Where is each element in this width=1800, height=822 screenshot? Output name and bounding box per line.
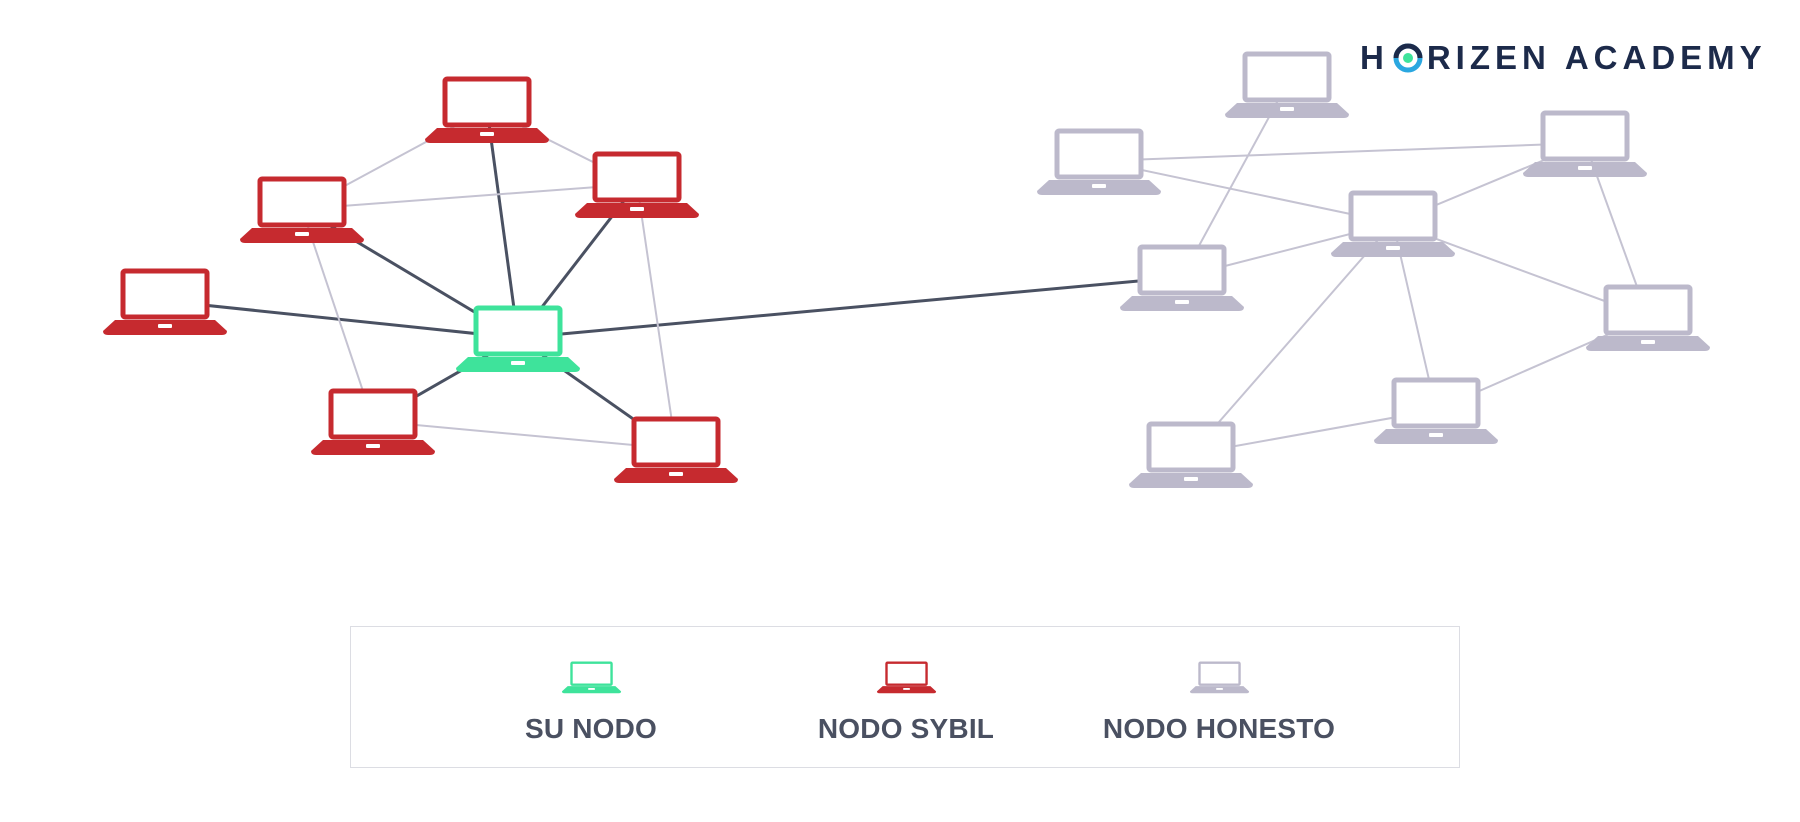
logo-mark-icon	[1393, 43, 1423, 73]
laptop-icon	[876, 661, 937, 694]
edge-strong	[485, 108, 520, 339]
legend-label: NODO HONESTO	[1102, 713, 1336, 744]
edge-weak	[301, 183, 638, 210]
logo-text-h: H	[1360, 39, 1389, 76]
honest-node-laptop-icon	[1523, 110, 1647, 177]
edge-strong	[517, 275, 1183, 340]
edge-weak	[372, 420, 677, 450]
edge-weak	[1190, 222, 1394, 455]
edge-weak	[301, 208, 374, 422]
sybil-node-laptop-icon	[103, 268, 227, 335]
sybil-node-laptop-icon	[425, 76, 549, 143]
edge-strong	[164, 299, 519, 340]
legend-item-sybil-node: NODO SYBIL	[756, 627, 1056, 767]
honest-node-laptop-icon	[1225, 51, 1349, 118]
honest-node-laptop-icon	[1120, 244, 1244, 311]
legend-item-honest-node: NODO HONESTO	[1069, 627, 1369, 767]
honest-node-laptop-icon	[1374, 377, 1498, 444]
honest-node-laptop-icon	[1037, 128, 1161, 195]
honest-node-laptop-icon	[1129, 421, 1253, 488]
nodes-layer	[103, 51, 1710, 488]
edge-weak	[1098, 142, 1586, 162]
honest-node-laptop-icon	[1586, 284, 1710, 351]
legend-label: SU NODO	[524, 713, 658, 744]
legend: SU NODO NODO SYBIL NODO HONESTO	[350, 626, 1460, 768]
edge-weak	[636, 183, 677, 450]
sybil-node-laptop-icon	[240, 176, 364, 243]
sybil-node-laptop-icon	[614, 416, 738, 483]
edge-weak	[1098, 160, 1394, 224]
sybil-node-laptop-icon	[575, 151, 699, 218]
your-node-laptop-icon	[456, 305, 580, 372]
laptop-icon	[561, 661, 622, 694]
logo-text-academy: ACADEMY	[1564, 39, 1767, 76]
sybil-node-laptop-icon	[311, 388, 435, 455]
logo: H RIZEN ACADEMY	[1360, 38, 1762, 78]
laptop-icon	[1189, 661, 1250, 694]
legend-item-your-node: SU NODO	[441, 627, 741, 767]
honest-node-laptop-icon	[1331, 190, 1455, 257]
legend-label: NODO SYBIL	[817, 713, 995, 744]
logo-text-rizen: RIZEN	[1426, 39, 1551, 76]
